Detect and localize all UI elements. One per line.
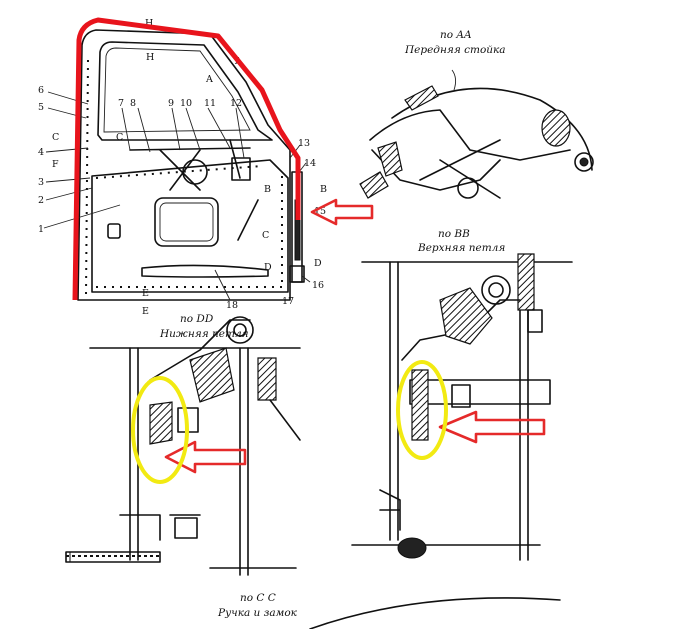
label-17: 17 <box>282 296 294 307</box>
bolt-aa-center <box>579 157 589 167</box>
door-seal-highlight <box>72 17 301 301</box>
letter-c-right: C <box>262 230 269 241</box>
letter-d-right: D <box>314 258 322 269</box>
door-outline <box>77 29 291 301</box>
label-1: 1 <box>38 224 44 235</box>
cc-arc <box>309 597 561 630</box>
bb-bottom-seal <box>397 537 427 559</box>
dd-seal-strip <box>149 401 173 445</box>
letter-c-mid: C <box>116 132 123 143</box>
section-bb-subtitle: Верхняя петля <box>417 242 505 254</box>
bb-hinge-plate <box>409 379 551 405</box>
label-4: 4 <box>38 147 44 158</box>
section-dd-title: по DD <box>180 313 214 325</box>
label-3: 3 <box>38 177 44 188</box>
inner-panel <box>91 159 289 293</box>
handle-opening-inner <box>159 202 214 242</box>
pillar-spring <box>451 69 457 91</box>
dd-hinge-pin-inner <box>233 323 247 337</box>
window-regulator <box>129 139 251 191</box>
section-mark-bb <box>237 199 259 241</box>
label-2: 2 <box>38 195 44 206</box>
dd-lower-bolt <box>174 517 198 539</box>
bb-seal-strip <box>411 369 429 441</box>
bb-bolt <box>527 309 543 333</box>
seal-aa-top <box>404 85 439 111</box>
letter-c-left: C <box>52 132 59 143</box>
regulator-gear <box>182 159 208 185</box>
section-dd: по DD Нижняя петля <box>65 313 301 576</box>
yellow-highlights <box>131 360 448 484</box>
lower-hinge-bracket <box>289 265 305 283</box>
section-bb-title: по BB <box>438 228 470 240</box>
letter-a-inner: A <box>205 74 213 85</box>
dd-lower-bracket <box>119 514 201 541</box>
label-7: 7 <box>118 98 124 109</box>
letter-f: F <box>52 159 59 170</box>
label-11: 11 <box>204 98 216 109</box>
label-8: 8 <box>130 98 136 109</box>
bb-hinge-pin-inner <box>488 282 504 298</box>
window-frame <box>97 41 273 141</box>
section-aa-subtitle: Передняя стойка <box>404 44 506 56</box>
label-16: 16 <box>312 280 324 291</box>
label-13: 13 <box>298 138 310 149</box>
door-pocket <box>107 223 121 239</box>
dd-hinge-pin <box>226 316 254 344</box>
label-10: 10 <box>180 98 192 109</box>
letter-h-top: H <box>145 18 153 29</box>
dd-floor-step <box>65 551 161 563</box>
section-cc-title: по C C <box>240 592 276 604</box>
letter-h-inner: H <box>146 52 154 63</box>
latch-linkage <box>419 139 501 199</box>
letter-b-left: B <box>264 184 271 195</box>
label-5: 5 <box>38 102 44 113</box>
label-9: 9 <box>168 98 174 109</box>
bb-hinge-pin <box>481 275 511 305</box>
bb-nut <box>451 384 471 408</box>
section-dd-subtitle: Нижняя петля <box>159 328 249 340</box>
seal-aa-lower <box>359 171 389 199</box>
section-cc: по C C Ручка и замок <box>217 592 561 630</box>
seal-aa-left <box>377 141 403 177</box>
bb-lower-bracket <box>379 489 401 531</box>
lock-mechanism <box>231 157 251 181</box>
label-6: 6 <box>38 85 44 96</box>
seal-aa-right <box>541 109 571 147</box>
dd-hinge-body <box>189 347 235 403</box>
label-15: 15 <box>314 206 326 217</box>
letter-d-left: D <box>264 262 272 273</box>
section-aa: по AA Передняя стойка <box>359 29 594 199</box>
latch-wheel <box>457 177 479 199</box>
bolt-aa <box>574 152 594 172</box>
label-18: 18 <box>226 300 238 311</box>
dd-seal-upper <box>257 357 277 401</box>
door-elevation: 1 2 3 4 5 6 7 8 9 10 11 12 13 14 15 16 1… <box>38 17 327 317</box>
letter-e-lower: E <box>142 306 149 317</box>
letter-e-upper: E <box>142 288 149 299</box>
window-glass <box>103 47 251 133</box>
dd-door-edge <box>269 399 301 441</box>
arrow-door-seal <box>310 198 374 226</box>
armrest <box>141 264 269 278</box>
dd-door-wall <box>239 347 249 576</box>
letter-b-right: B <box>320 184 327 195</box>
label-14: 14 <box>304 158 316 169</box>
rivet-row <box>85 59 284 296</box>
section-bb: по BB Верхняя петля <box>351 228 573 561</box>
arrow-upper-hinge <box>438 410 546 444</box>
dd-hinge-arm <box>149 319 251 381</box>
pillar-profile <box>369 109 571 161</box>
bb-seal-upper <box>517 253 535 311</box>
label-12: 12 <box>230 98 242 109</box>
handle-opening <box>154 197 219 247</box>
section-aa-title: по AA <box>440 29 472 41</box>
section-cc-subtitle: Ручка и замок <box>217 607 298 619</box>
bb-hinge-body <box>439 287 493 345</box>
highlight-upper-hinge <box>396 360 448 460</box>
highlight-lower-hinge <box>131 376 189 484</box>
